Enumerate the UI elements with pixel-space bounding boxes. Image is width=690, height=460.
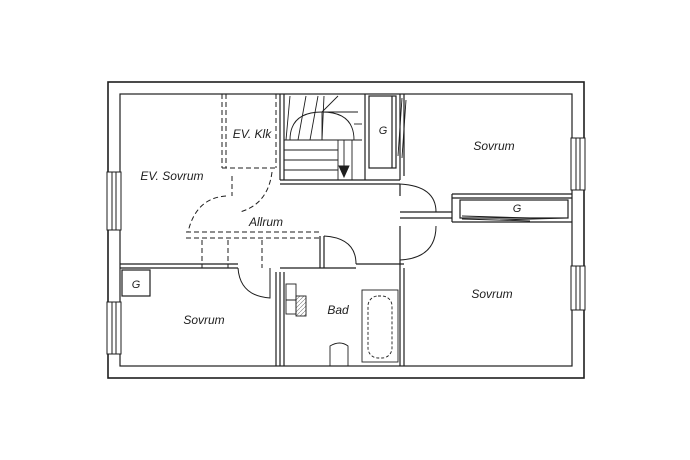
label-sovrum-bottom-right: Sovrum	[471, 287, 512, 301]
bathtub-inner-icon	[367, 295, 393, 359]
doors	[237, 183, 437, 299]
door-bath	[323, 235, 357, 265]
window-right-top	[570, 137, 586, 191]
bath-fixtures	[285, 283, 399, 366]
label-sovrum-top-right: Sovrum	[473, 139, 514, 153]
outer-walls	[107, 81, 585, 379]
staircase	[284, 95, 362, 180]
washing-machine-icon	[285, 283, 297, 301]
label-closet-right: G	[513, 203, 522, 215]
door-top-right	[399, 183, 437, 213]
label-sovrum-bottom-left: Sovrum	[183, 313, 224, 327]
stair-arrow-icon	[338, 165, 350, 179]
window-left-top	[106, 171, 122, 231]
label-allrum: Allrum	[248, 215, 283, 229]
label-closet-bottom-left: G	[132, 279, 141, 291]
dryer-icon	[285, 299, 297, 315]
windows	[106, 137, 586, 355]
label-ev-sovrum: EV. Sovrum	[140, 169, 203, 183]
bathtub-outline	[361, 289, 399, 363]
interior-walls	[120, 94, 572, 366]
door-bottom-left	[237, 267, 271, 299]
label-bad: Bad	[327, 303, 349, 317]
window-left-bottom	[106, 301, 122, 355]
door-bottom-right	[399, 225, 437, 261]
window-right-bottom	[570, 265, 586, 311]
sink-icon	[295, 295, 307, 317]
outer-wall-outline	[107, 81, 585, 379]
label-closet-stair: G	[379, 125, 388, 137]
toilet-icon	[329, 342, 349, 366]
label-ev-klk: EV. Klk	[233, 127, 272, 141]
wardrobe-doors	[397, 97, 567, 222]
optional-walls	[186, 94, 320, 268]
